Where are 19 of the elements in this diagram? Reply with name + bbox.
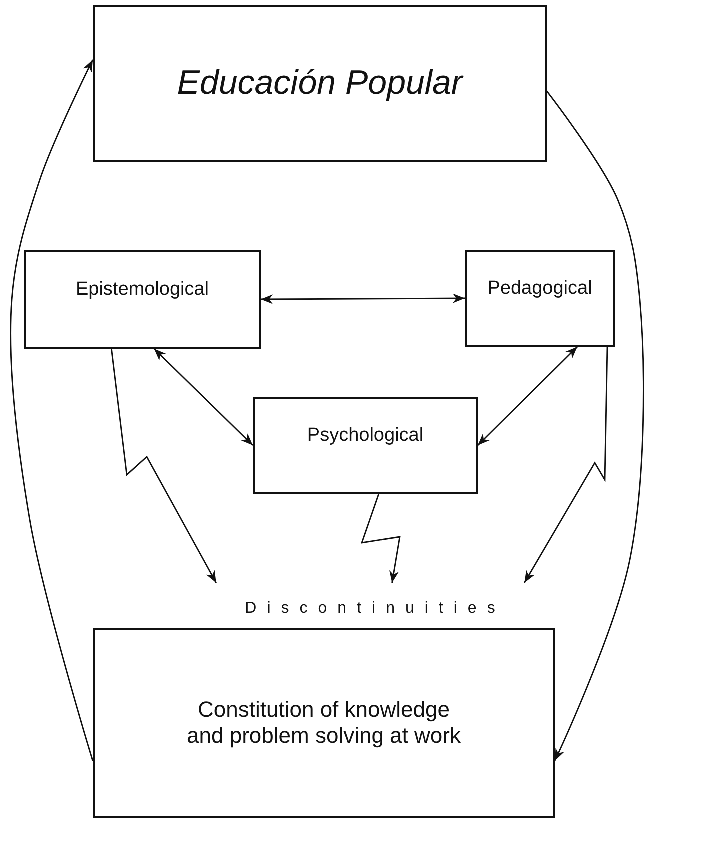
- zigzag-arrow: [524, 346, 608, 584]
- zigzag-arrow: [111, 348, 218, 584]
- curved-arrow: [10, 60, 94, 762]
- process-box: [465, 250, 615, 347]
- arrow: [261, 294, 465, 304]
- node-label: Discontinuities: [245, 598, 506, 618]
- arrow: [478, 346, 578, 446]
- node-label: Pedagogical: [488, 278, 592, 301]
- process-box: [93, 628, 555, 818]
- arrow: [154, 348, 254, 446]
- node-label: Psychological: [307, 425, 424, 448]
- title-box: [93, 5, 547, 162]
- process-box: [253, 397, 478, 494]
- curved-arrow: [546, 90, 644, 762]
- node-label: Constitution of knowledge and problem solving at work: [186, 696, 462, 750]
- node-label: Epistemological: [76, 279, 210, 302]
- title-text: Educación Popular: [177, 63, 463, 104]
- process-box: [24, 250, 261, 349]
- zigzag-arrow: [360, 494, 401, 584]
